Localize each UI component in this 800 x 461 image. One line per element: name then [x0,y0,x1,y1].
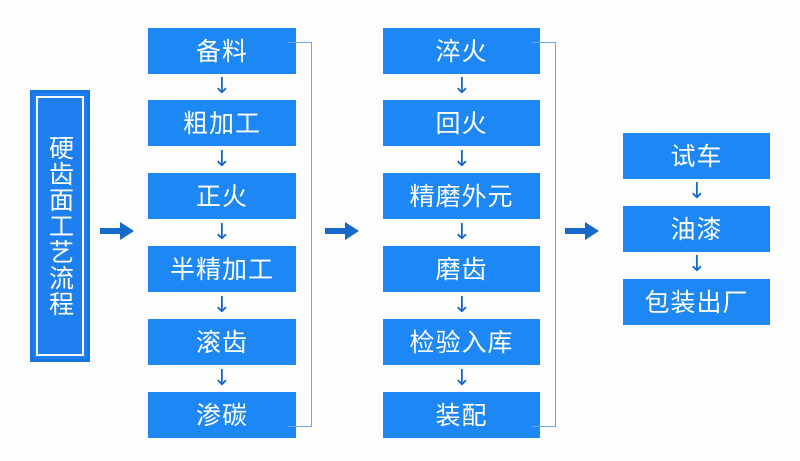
process-box[interactable]: 粗加工 [148,100,296,146]
stage-1-return-connector [288,42,312,427]
title-plate-inner-border: 硬齿面工艺流程 [36,96,84,356]
stage-arrow-stage2-to-stage3 [565,218,599,244]
arrow-shaft [100,228,122,234]
process-box[interactable]: 半精加工 [148,246,296,292]
down-arrow-icon: ↓ [212,220,232,245]
down-arrow-icon: ↓ [452,220,472,245]
process-box[interactable]: 渗碳 [148,392,296,438]
process-box[interactable]: 精磨外元 [383,173,540,219]
process-box[interactable]: 装配 [383,392,540,438]
arrow-head [345,222,359,240]
process-title-label: 硬齿面工艺流程 [45,135,75,317]
arrow-head [585,222,599,240]
down-arrow-icon: ↓ [212,366,232,391]
process-box[interactable]: 滚齿 [148,319,296,365]
down-arrow-icon: ↓ [452,366,472,391]
process-box[interactable]: 备料 [148,28,296,74]
down-arrow-icon: ↓ [212,147,232,172]
process-box[interactable]: 回火 [383,100,540,146]
process-box[interactable]: 油漆 [623,206,770,252]
down-arrow-icon: ↓ [452,293,472,318]
process-box[interactable]: 检验入库 [383,319,540,365]
process-box[interactable]: 包装出厂 [623,279,770,325]
arrow-head [120,222,134,240]
down-arrow-icon: ↓ [687,179,707,204]
stage-arrow-stage1-to-stage2 [325,218,359,244]
down-arrow-icon: ↓ [212,293,232,318]
process-box[interactable]: 淬火 [383,28,540,74]
stage-arrow-title-to-stage1 [100,218,134,244]
stage-2-return-connector [532,42,556,427]
down-arrow-icon: ↓ [452,74,472,99]
process-title-plate: 硬齿面工艺流程 [30,90,90,362]
down-arrow-icon: ↓ [212,74,232,99]
process-box[interactable]: 试车 [623,133,770,179]
arrow-shaft [325,228,347,234]
process-box[interactable]: 磨齿 [383,246,540,292]
down-arrow-icon: ↓ [452,147,472,172]
down-arrow-icon: ↓ [687,252,707,277]
process-box[interactable]: 正火 [148,173,296,219]
arrow-shaft [565,228,587,234]
